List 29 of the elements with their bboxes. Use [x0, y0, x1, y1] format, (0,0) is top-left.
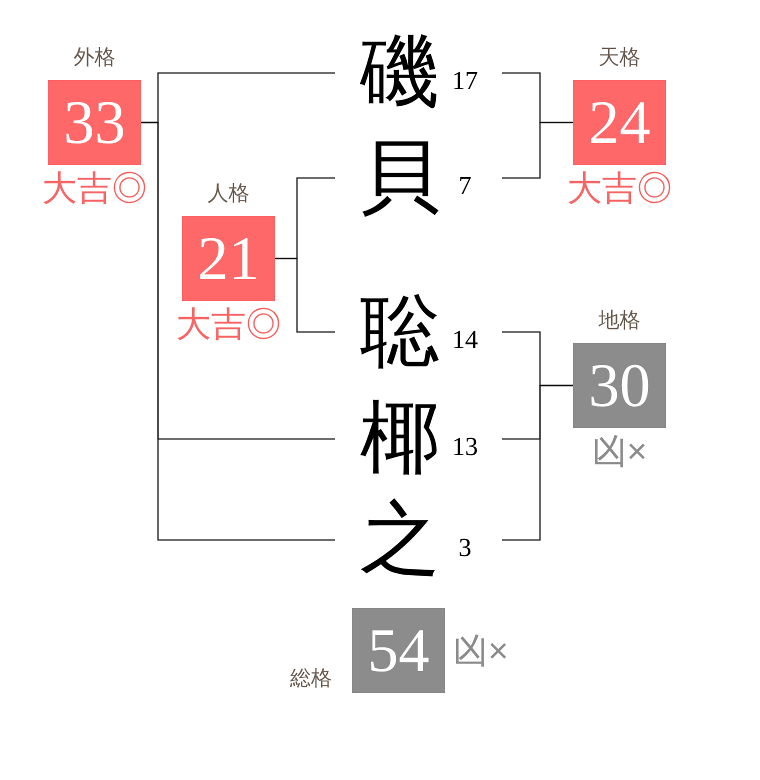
fortune-verdict: 大吉◎	[176, 307, 281, 342]
stroke-count: 3	[458, 535, 472, 561]
bracket-connector	[275, 258, 335, 333]
fortune-category-label: 地格	[598, 308, 640, 334]
name-kanji: 聡	[360, 291, 440, 371]
fortune-category-label: 人格	[208, 181, 250, 207]
fortune-category-label: 天格	[598, 45, 640, 71]
stroke-count: 17	[452, 68, 478, 94]
bracket-connector	[502, 122, 573, 179]
name-kanji: 貝	[360, 137, 440, 217]
fortune-verdict: 大吉◎	[567, 171, 672, 206]
score-tile: 33	[48, 80, 141, 165]
score-tile: 54	[352, 608, 445, 693]
score-tile: 21	[182, 216, 275, 301]
fortune-category-label: 外格	[74, 45, 116, 71]
score-tile: 24	[573, 80, 666, 165]
bracket-connector	[502, 384, 573, 541]
fortune-verdict: 凶×	[453, 633, 508, 668]
fortune-verdict: 大吉◎	[42, 171, 147, 206]
name-kanji: 磯	[360, 32, 440, 112]
stroke-count: 7	[458, 173, 472, 199]
score-tile: 30	[573, 343, 666, 428]
stroke-count: 14	[452, 327, 478, 353]
name-kanji: 椰	[360, 398, 440, 478]
bracket-connector	[141, 122, 335, 541]
name-kanji: 之	[360, 499, 440, 579]
fortune-category-label: 総格	[290, 666, 332, 692]
stroke-count: 13	[452, 434, 478, 460]
fortune-verdict: 凶×	[592, 434, 648, 469]
